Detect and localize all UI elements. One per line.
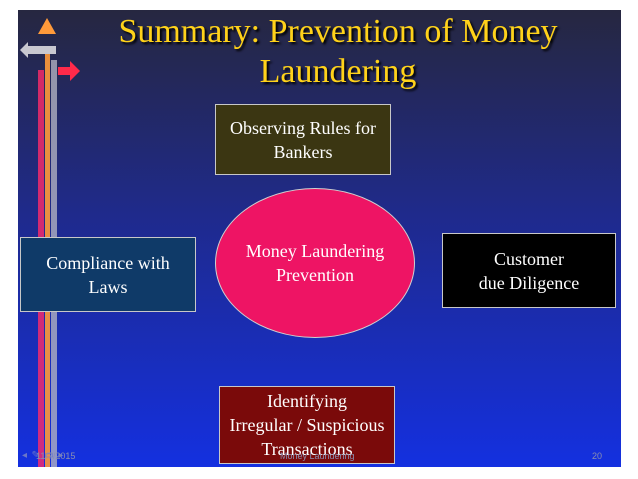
box-right-line-1: Customer: [494, 248, 564, 269]
box-observing-rules: Observing Rules for Bankers: [215, 104, 391, 175]
box-left-line-2: Laws: [88, 276, 128, 297]
box-customer-text: Customer due Diligence: [479, 247, 579, 295]
center-line-1: Money Laundering: [245, 241, 385, 261]
box-observing-rules-text: Observing Rules for Bankers: [230, 116, 376, 164]
nav-next-icon[interactable]: ▸: [58, 450, 65, 461]
slide-nav-controls[interactable]: ◂ ✎ ▭ ▸: [22, 450, 64, 461]
box-left-line-1: Compliance with: [46, 252, 170, 273]
footer-title: Money Laundering: [280, 451, 355, 461]
center-line-2: Prevention: [276, 265, 354, 285]
box-identifying-transactions: Identifying Irregular / Suspicious Trans…: [219, 386, 395, 464]
box-top-line-2: Bankers: [273, 141, 333, 162]
arrow-up-icon: [38, 18, 56, 34]
nav-prev-icon[interactable]: ◂: [22, 450, 29, 461]
center-ellipse-text: Money Laundering Prevention: [246, 239, 384, 287]
footer-page-number: 20: [592, 451, 603, 461]
box-right-line-2: due Diligence: [478, 272, 580, 293]
box-customer-due-diligence: Customer due Diligence: [442, 233, 616, 308]
title-line-1: Summary: Prevention of Money: [118, 13, 558, 50]
slide-title: Summary: Prevention of Money Laundering: [58, 12, 618, 92]
title-line-2: Laundering: [259, 53, 417, 90]
slide: Summary: Prevention of Money Laundering …: [18, 10, 621, 467]
footer-date: 11/7/2015: [36, 451, 76, 461]
nav-pen-icon[interactable]: ✎: [31, 450, 41, 461]
box-bottom-line-1: Identifying: [267, 391, 347, 411]
arrow-right-icon: [58, 61, 80, 81]
box-bottom-line-2: Irregular / Suspicious: [229, 415, 385, 435]
box-bottom-line-3: Transactions: [261, 439, 353, 459]
box-top-line-1: Observing Rules for: [230, 117, 376, 138]
box-identifying-text: Identifying Irregular / Suspicious Trans…: [230, 389, 385, 461]
center-ellipse: Money Laundering Prevention: [215, 188, 415, 338]
box-compliance-text: Compliance with Laws: [46, 251, 169, 299]
nav-menu-icon[interactable]: ▭: [44, 450, 55, 461]
box-compliance: Compliance with Laws: [20, 237, 196, 312]
arrow-left-icon: [20, 42, 56, 58]
